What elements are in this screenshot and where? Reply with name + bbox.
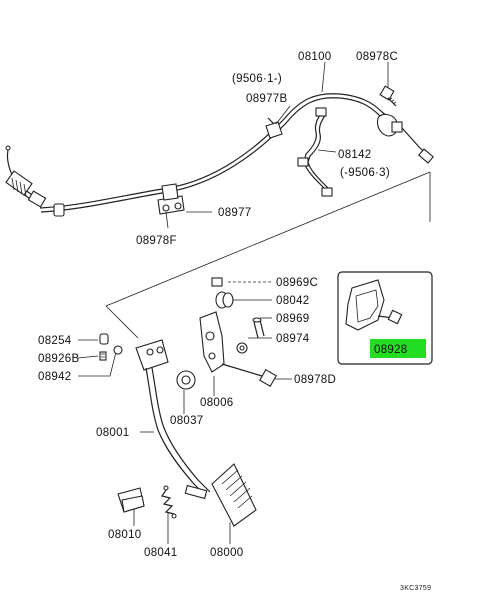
- pedal-arm-08001[interactable]: [135, 339, 211, 500]
- clamp-08977[interactable]: [157, 183, 185, 215]
- clip-08977b[interactable]: [265, 117, 283, 139]
- bracket-08142[interactable]: [297, 107, 333, 197]
- label-08926b[interactable]: 08926B: [38, 353, 79, 365]
- highlight-08928: [370, 339, 426, 358]
- label-08100[interactable]: 08100: [298, 51, 331, 63]
- inset-box: [337, 271, 433, 365]
- stopper-08010[interactable]: [117, 487, 145, 513]
- leader-lines: [77, 61, 389, 544]
- label-08977b[interactable]: 08977B: [246, 93, 287, 105]
- callout-labels: 08100 08978C (9506·1-) 08977B 08142 (-95…: [38, 51, 431, 592]
- label-08974[interactable]: 08974: [276, 333, 310, 345]
- pedal-bracket-08006[interactable]: [199, 311, 225, 373]
- label-08928[interactable]: 08928: [374, 344, 407, 356]
- label-9506-3: (-9506·3): [340, 167, 390, 179]
- assembly-outline: [105, 171, 431, 339]
- part-08969c[interactable]: [211, 277, 223, 287]
- cable-right-end[interactable]: [376, 113, 434, 164]
- label-9506-1: (9506·1-): [232, 73, 282, 85]
- cable-left-end[interactable]: [5, 145, 65, 217]
- part-08254[interactable]: [99, 333, 109, 345]
- pivot-08037[interactable]: [176, 370, 196, 390]
- label-08000[interactable]: 08000: [210, 547, 243, 559]
- spring-08041[interactable]: [161, 485, 177, 519]
- part-08942[interactable]: [113, 345, 123, 355]
- bolt-08978d[interactable]: [221, 363, 277, 387]
- washer-08974[interactable]: [236, 342, 248, 354]
- diagram-code: 3KC3759: [400, 585, 431, 592]
- label-08006[interactable]: 08006: [200, 397, 233, 409]
- label-08978d[interactable]: 08978D: [294, 374, 336, 386]
- label-08254[interactable]: 08254: [38, 335, 72, 347]
- label-08042[interactable]: 08042: [276, 295, 309, 307]
- label-08037[interactable]: 08037: [170, 415, 203, 427]
- pin-08969[interactable]: [252, 317, 265, 339]
- label-08977[interactable]: 08977: [218, 207, 251, 219]
- label-08978c[interactable]: 08978C: [356, 51, 398, 63]
- part-08042[interactable]: [215, 291, 234, 309]
- label-08969c[interactable]: 08969C: [276, 277, 318, 289]
- pedal-pad-08000[interactable]: [211, 463, 257, 527]
- part-08926b[interactable]: [99, 351, 107, 361]
- label-08010[interactable]: 08010: [108, 529, 141, 541]
- label-08001[interactable]: 08001: [96, 427, 129, 439]
- label-08978f[interactable]: 08978F: [136, 235, 177, 247]
- label-08142[interactable]: 08142: [338, 149, 371, 161]
- label-08041[interactable]: 08041: [144, 547, 177, 559]
- label-08942[interactable]: 08942: [38, 371, 71, 383]
- label-08969[interactable]: 08969: [276, 313, 309, 325]
- bolt-08978c[interactable]: [379, 85, 397, 107]
